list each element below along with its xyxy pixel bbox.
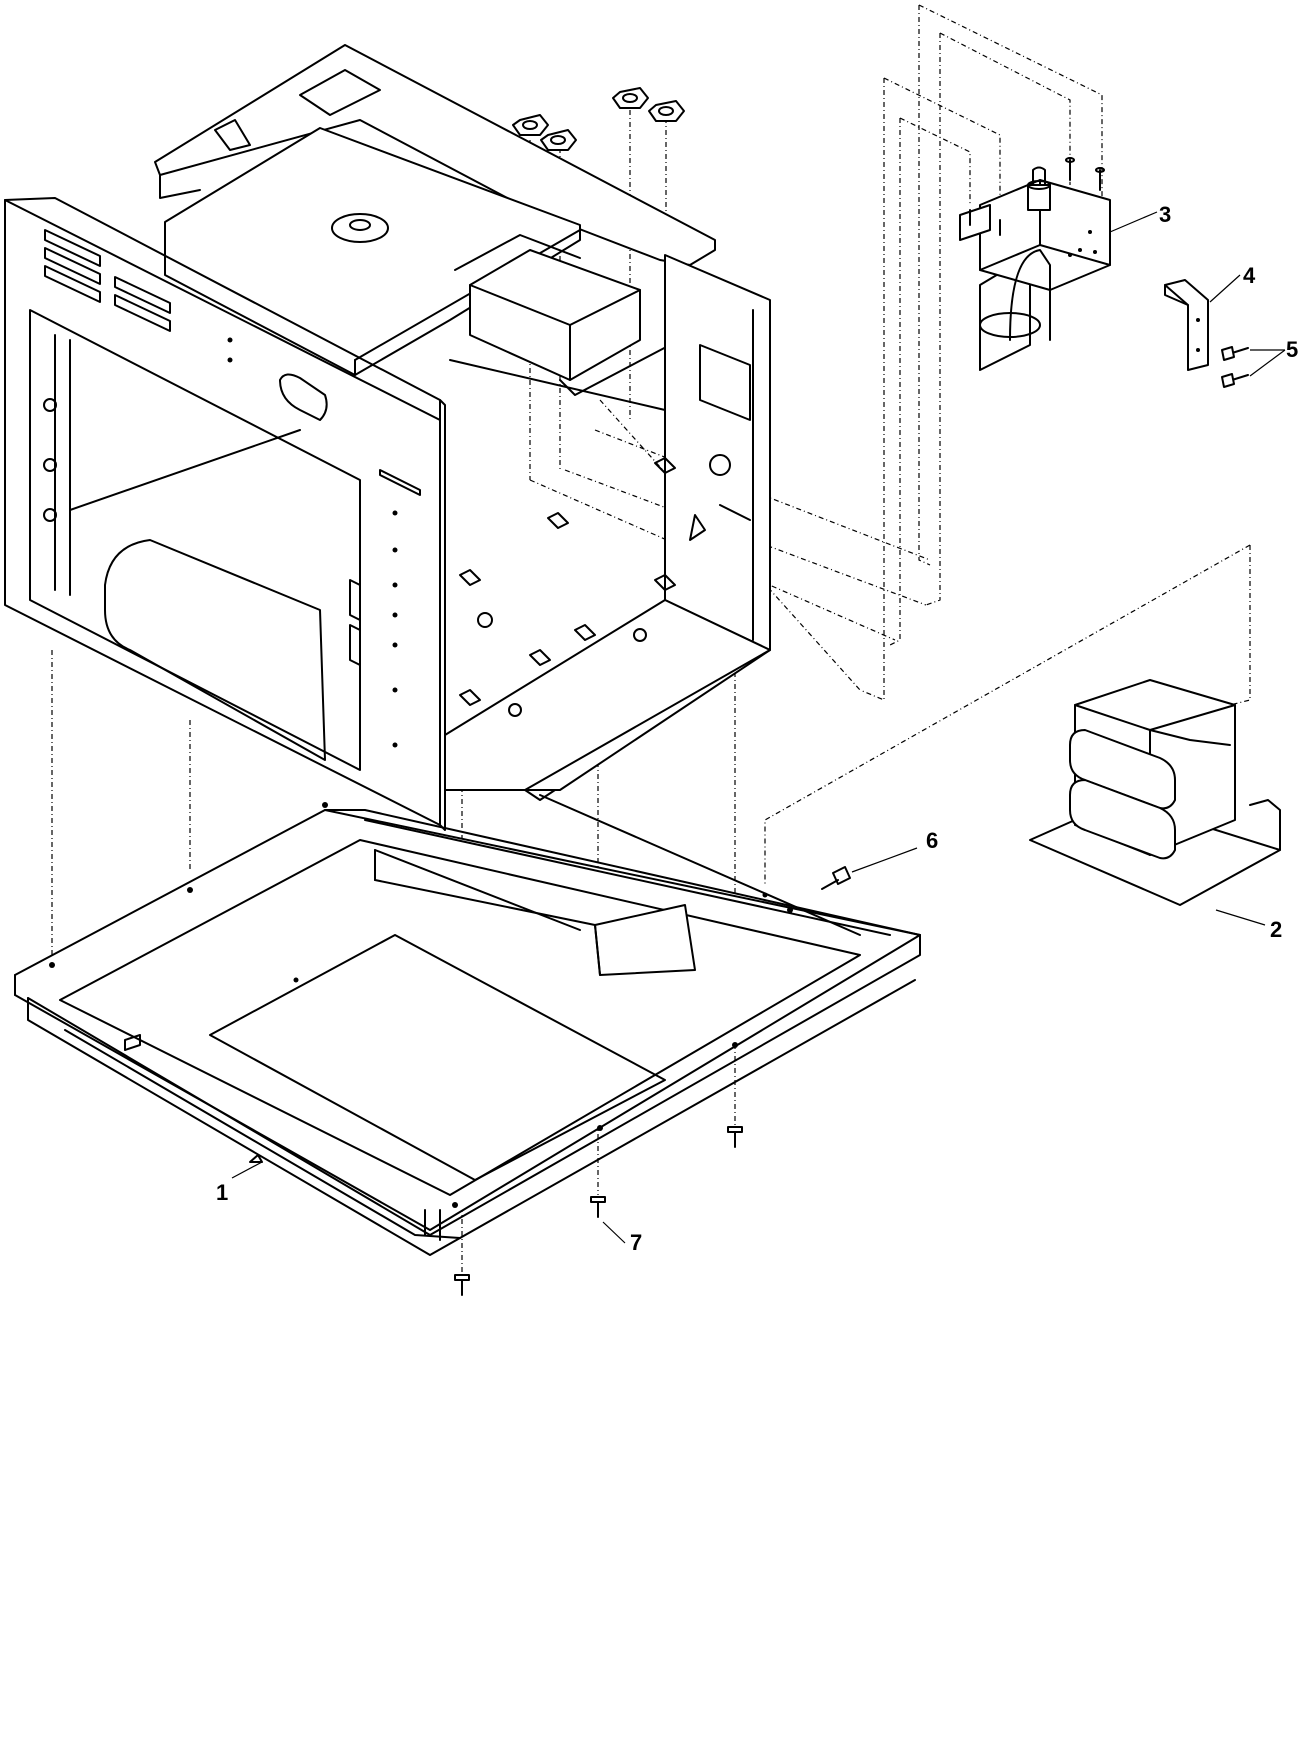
screw bbox=[590, 1196, 606, 1218]
callout-6-label: 6 bbox=[926, 828, 938, 853]
callout-5: 5 bbox=[1249, 337, 1298, 377]
interior-tabs bbox=[459, 457, 676, 717]
callout-4: 4 bbox=[1209, 263, 1256, 303]
callout-2-label: 2 bbox=[1270, 917, 1282, 942]
callout-4-label: 4 bbox=[1243, 263, 1256, 288]
callout-1: 1 bbox=[216, 1154, 263, 1205]
vent-slots bbox=[44, 229, 171, 332]
callout-2: 2 bbox=[1215, 909, 1282, 942]
callout-3: 3 bbox=[1109, 202, 1171, 233]
hex-nuts bbox=[512, 87, 685, 151]
hex-nut bbox=[612, 87, 649, 109]
screw-6 bbox=[821, 866, 851, 890]
callout-1-label: 1 bbox=[216, 1180, 228, 1205]
callouts: 1 2 3 4 5 6 7 bbox=[216, 202, 1298, 1255]
screw bbox=[727, 1126, 743, 1148]
screw bbox=[454, 1274, 470, 1296]
callout-3-label: 3 bbox=[1159, 202, 1171, 227]
hex-nut bbox=[540, 129, 577, 151]
callout-7-label: 7 bbox=[630, 1230, 642, 1255]
callout-7: 7 bbox=[602, 1221, 642, 1255]
callout-6: 6 bbox=[851, 828, 938, 873]
hex-nut bbox=[648, 100, 685, 122]
hex-nut bbox=[512, 114, 549, 136]
screws bbox=[454, 866, 851, 1296]
transformer bbox=[1029, 679, 1281, 906]
mounting-bracket bbox=[1164, 279, 1209, 371]
base-pan bbox=[14, 794, 921, 1256]
callout-5-label: 5 bbox=[1286, 337, 1298, 362]
magnetron bbox=[959, 157, 1111, 371]
bolts bbox=[1221, 346, 1249, 388]
oven-cavity-assembly bbox=[4, 44, 771, 831]
